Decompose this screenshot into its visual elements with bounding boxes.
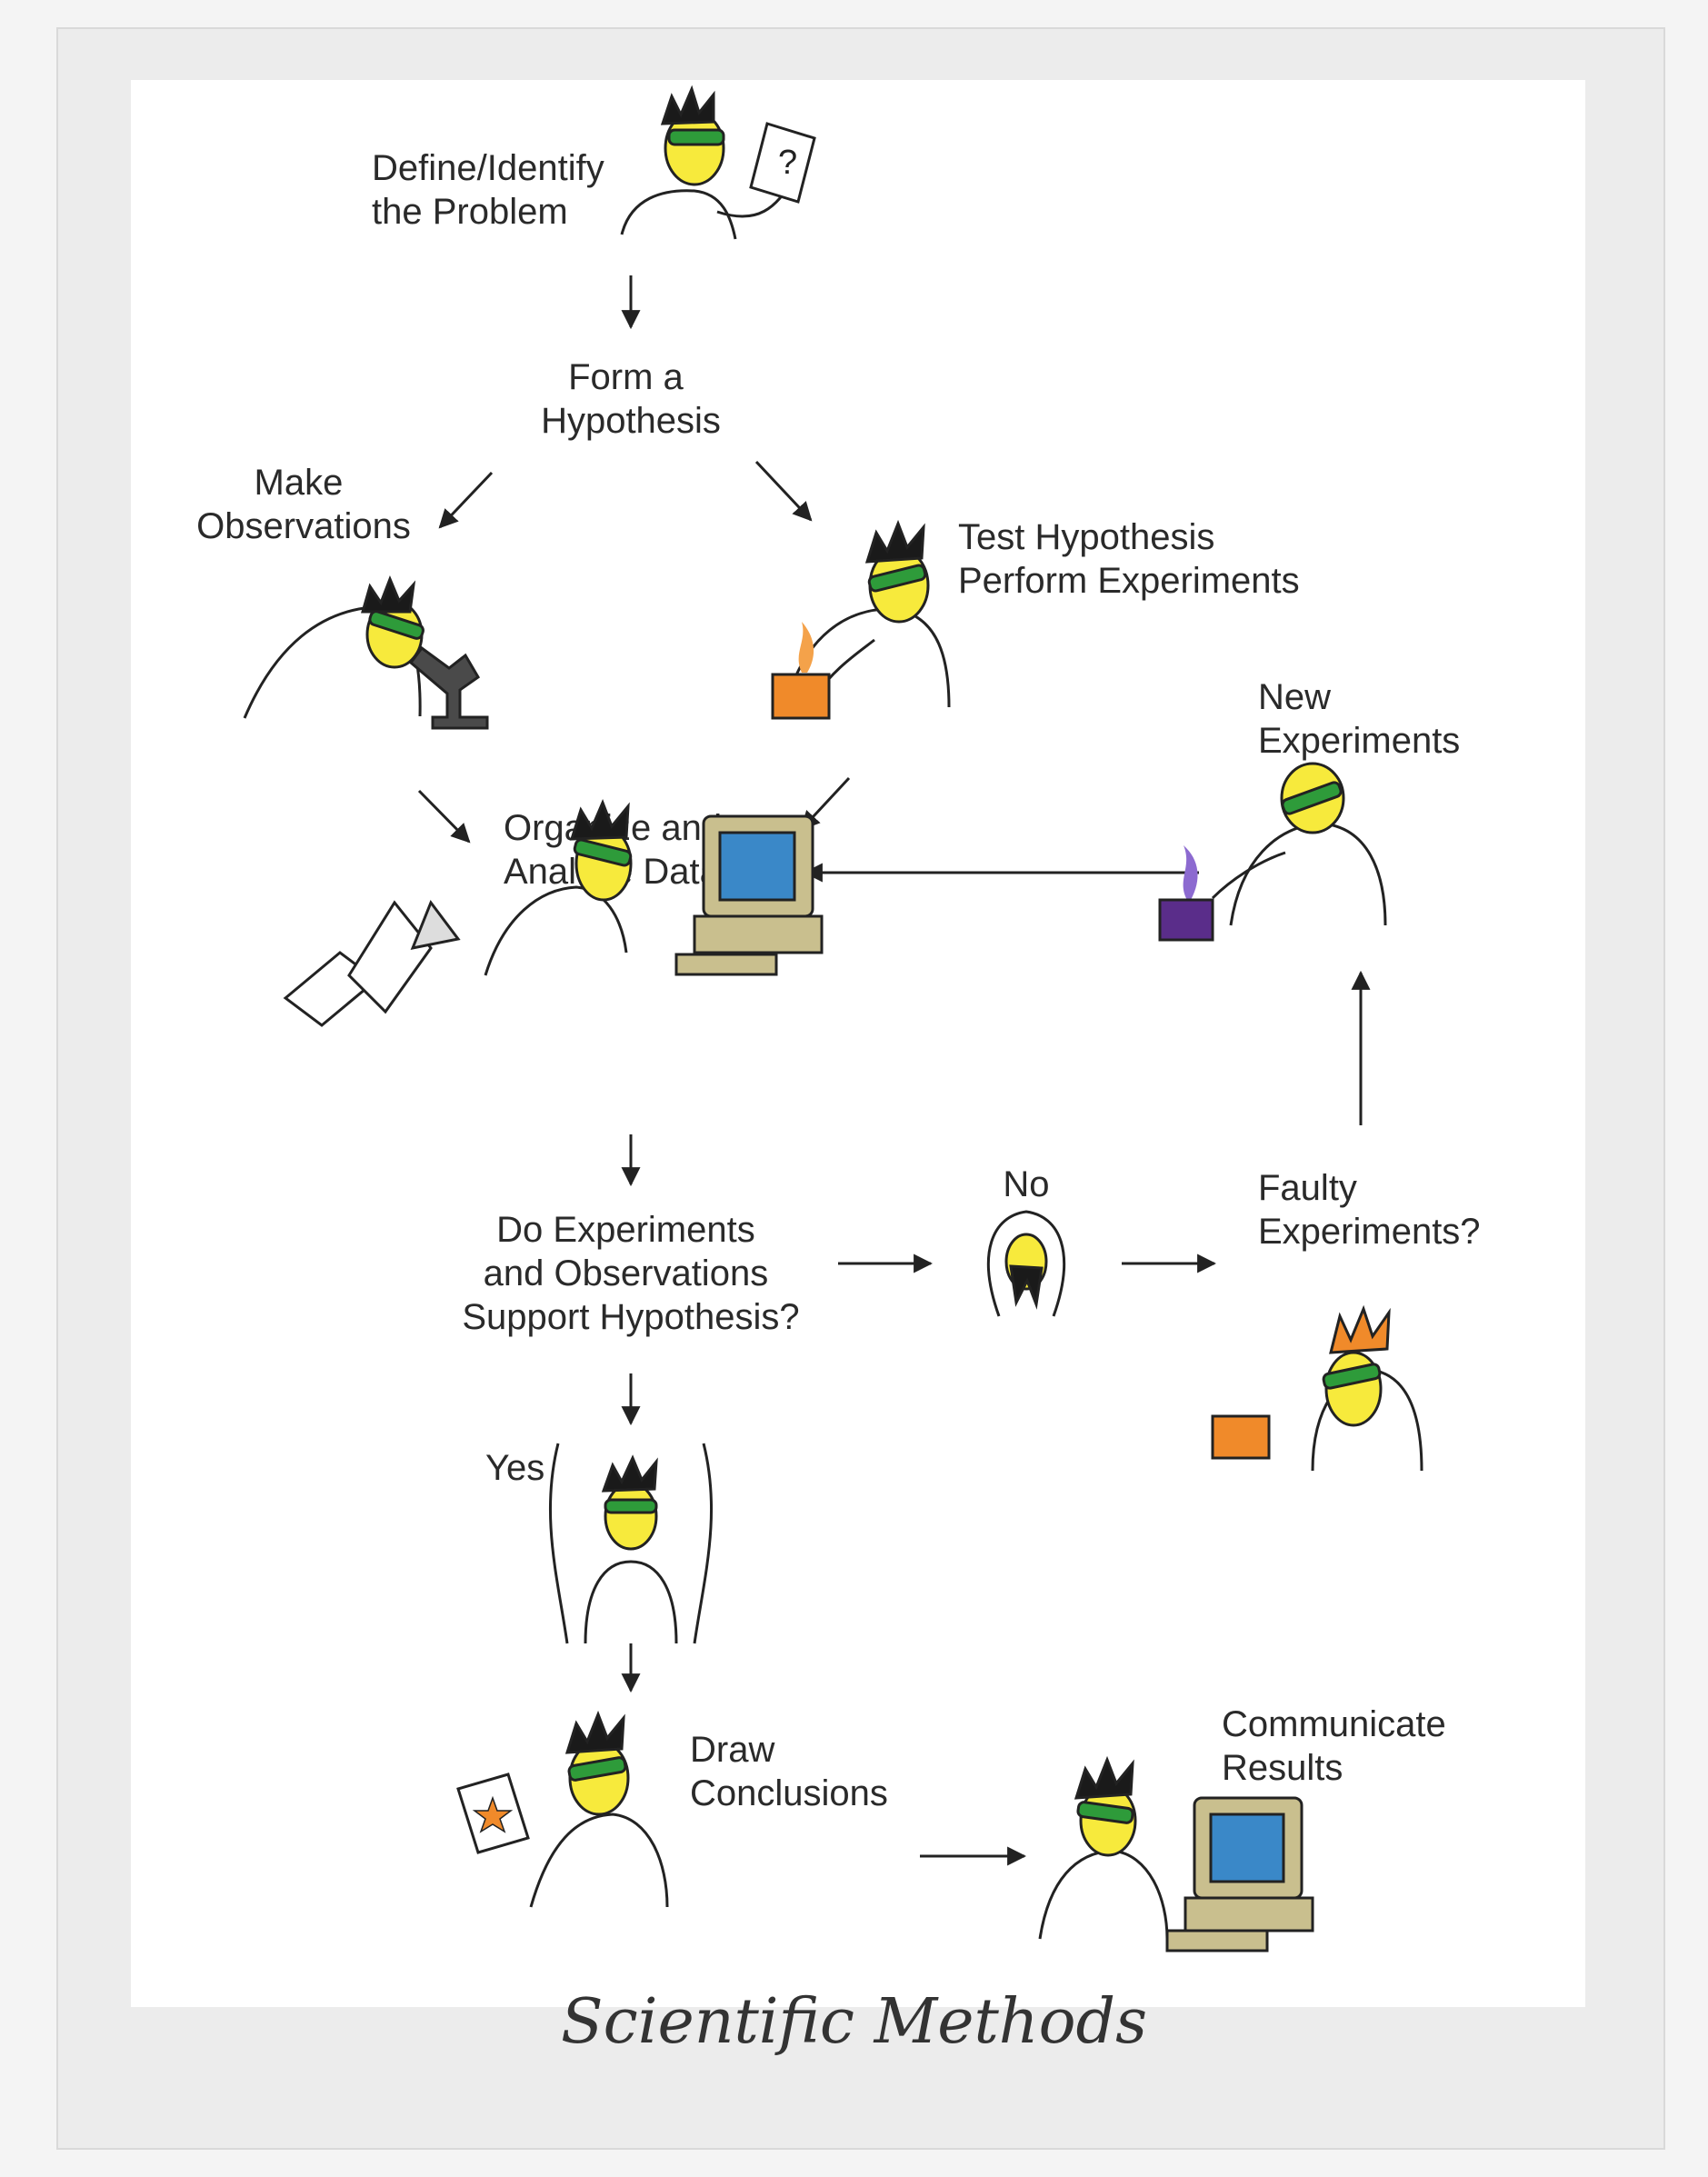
svg-text:?: ? bbox=[778, 144, 797, 182]
scientist-conclusion-icon bbox=[456, 1710, 669, 1908]
diagram-panel: Define/Identify the Problem Form a Hypot… bbox=[131, 80, 1585, 2007]
scientist-computer-icon bbox=[283, 799, 824, 1027]
scientist-faulty-icon bbox=[1211, 1304, 1423, 1472]
step-observe-label: Make Observations bbox=[196, 463, 411, 546]
arrow-hypothesis-to-test bbox=[754, 460, 813, 522]
scientist-communicate-icon bbox=[1038, 1755, 1314, 1952]
step-support-label: Do Experiments and Observations Support … bbox=[462, 1210, 799, 1337]
step-conclude-label: Draw Conclusions bbox=[690, 1730, 888, 1813]
scientist-new-experiment-icon bbox=[1158, 762, 1387, 942]
scientist-microscope-icon bbox=[243, 574, 489, 730]
figure-caption: Scientific Methods bbox=[561, 1986, 1147, 2058]
scientist-yes-icon bbox=[548, 1443, 714, 1644]
arrow-hypothesis-to-observe bbox=[438, 471, 494, 529]
arrow-observe-to-organize bbox=[417, 789, 471, 844]
step-communicate-label: Communicate Results bbox=[1222, 1704, 1456, 1788]
scientist-define-icon: ? bbox=[620, 85, 816, 240]
step-new-experiments-label: New Experiments bbox=[1258, 677, 1460, 761]
step-faulty-label: Faulty Experiments? bbox=[1258, 1168, 1481, 1252]
scientific-method-diagram: Define/Identify the Problem Form a Hypot… bbox=[196, 85, 1481, 1952]
step-define-label: Define/Identify the Problem bbox=[372, 148, 614, 232]
step-hypothesis-label: Form a Hypothesis bbox=[541, 357, 721, 441]
flow-arrows bbox=[417, 275, 1371, 1866]
step-yes-label: Yes bbox=[485, 1448, 544, 1488]
scientist-experiment-icon bbox=[771, 519, 951, 720]
scientist-no-icon bbox=[986, 1210, 1066, 1317]
step-test-label: Test Hypothesis Perform Experiments bbox=[958, 517, 1300, 601]
step-no-label: No bbox=[1003, 1164, 1049, 1204]
